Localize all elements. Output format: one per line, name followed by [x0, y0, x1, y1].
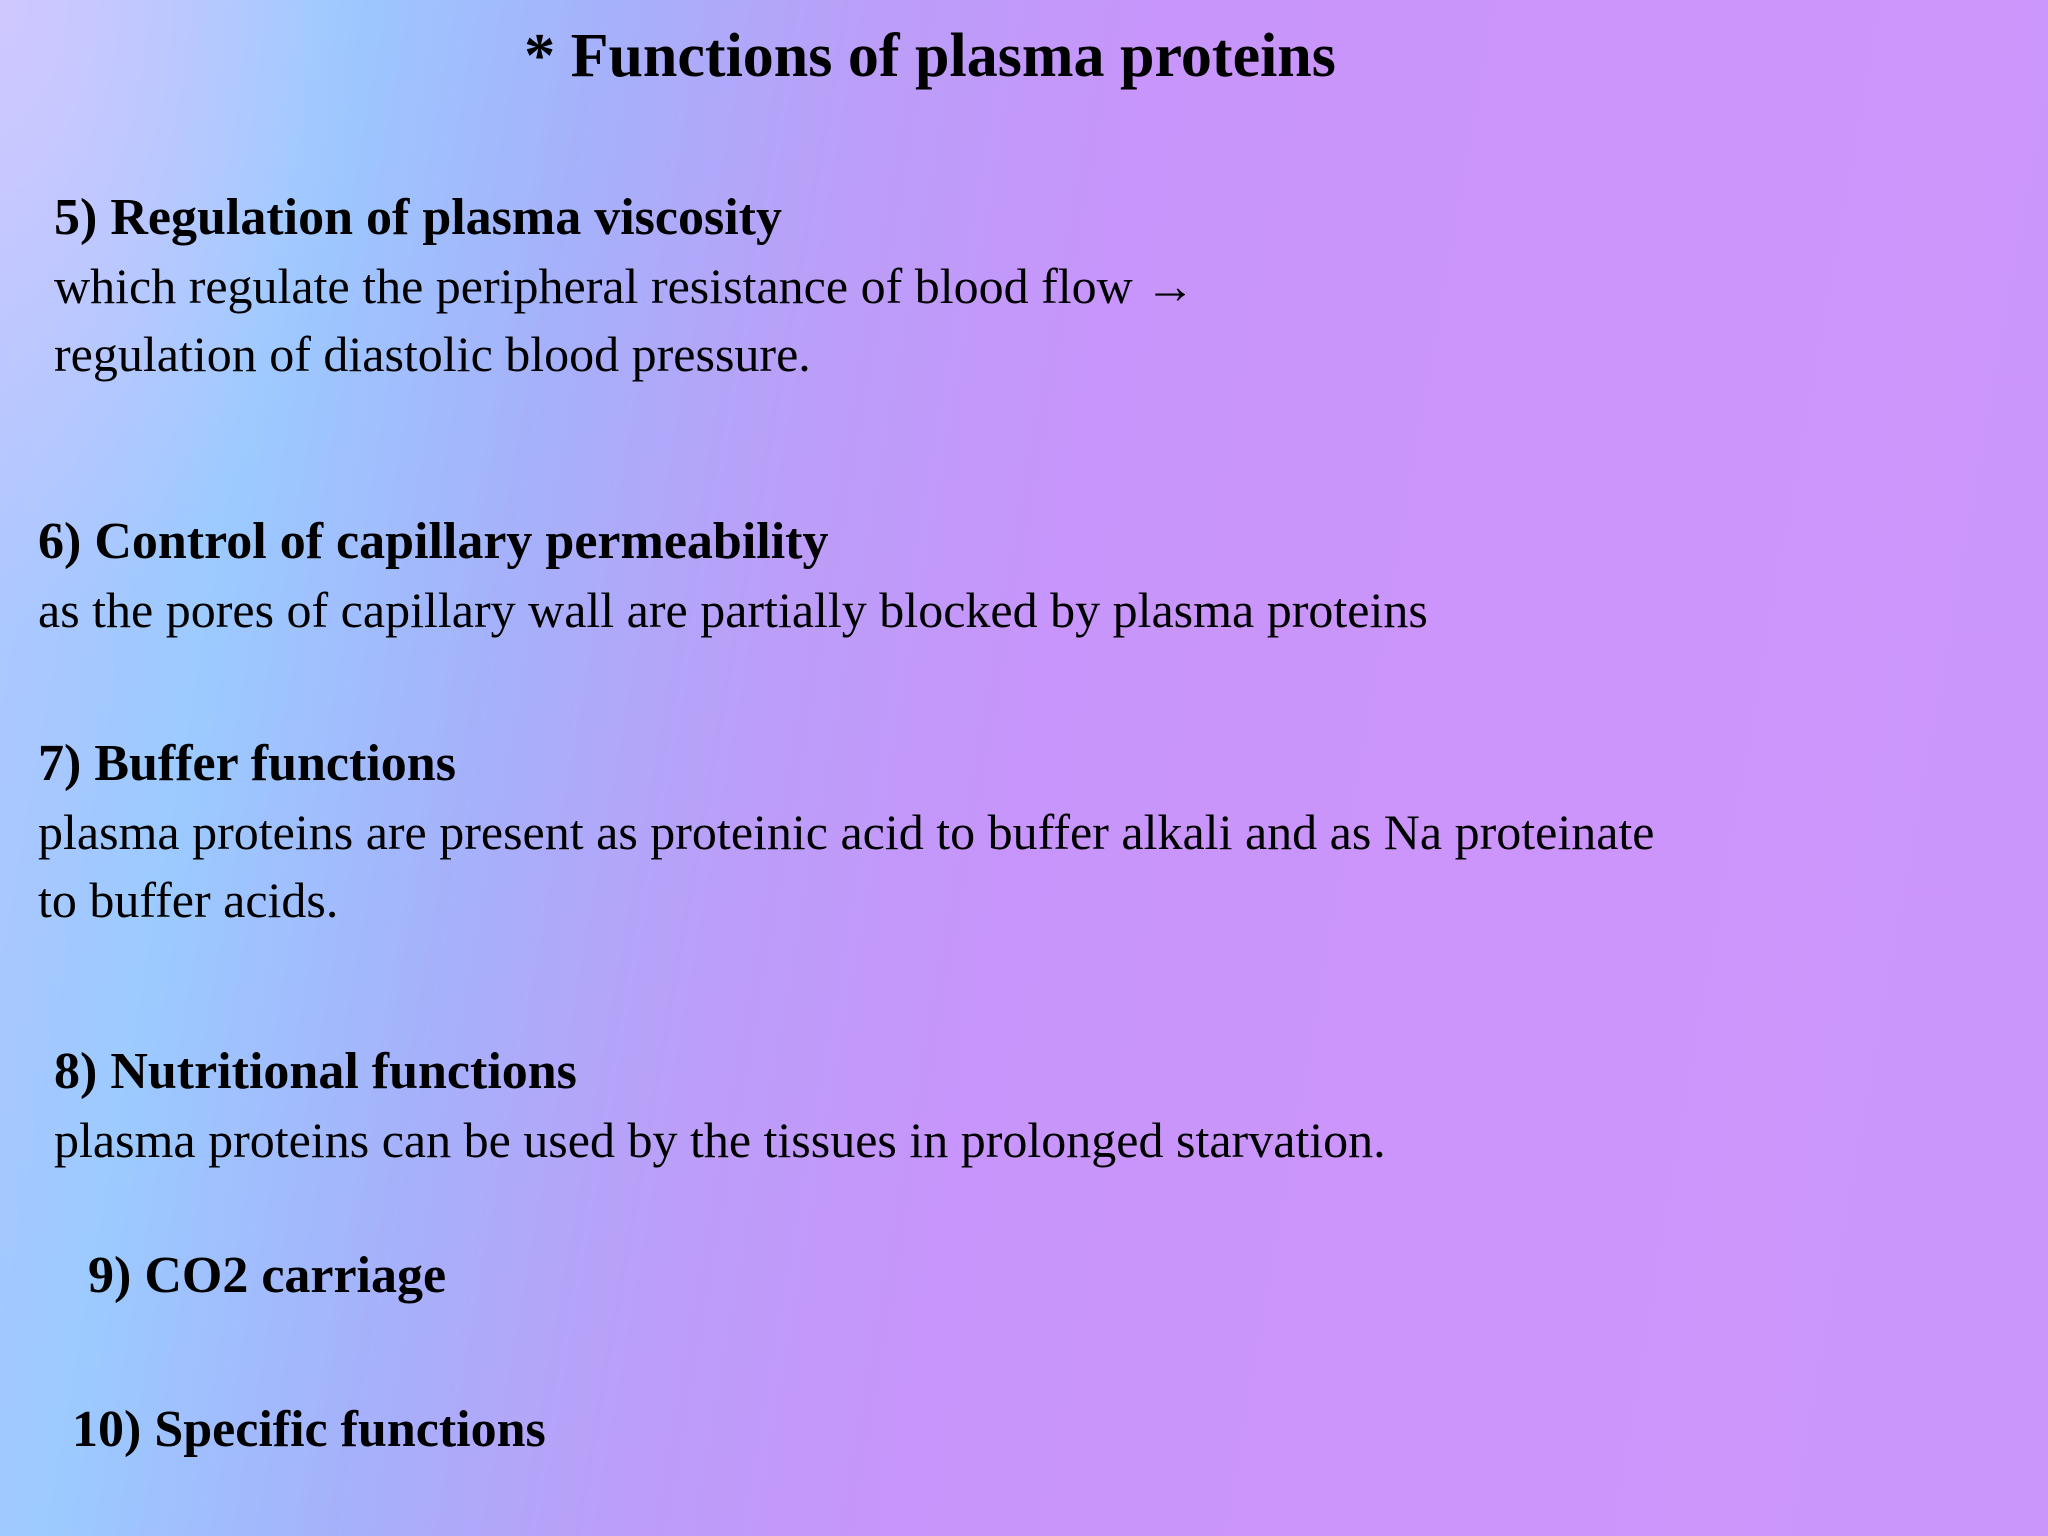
section-specific-functions: 10) Specific functions [72, 1396, 546, 1464]
section-heading: 10) Specific functions [72, 1401, 546, 1458]
section-heading: 7) Buffer functions [38, 735, 456, 792]
section-buffer-functions: 7) Buffer functions plasma proteins are … [38, 730, 1655, 934]
section-text-line: to buffer acids. [38, 872, 339, 928]
section-heading: 5) Regulation of plasma viscosity [54, 189, 782, 246]
section-co2-carriage: 9) CO2 carriage [88, 1242, 446, 1310]
section-heading: 8) Nutritional functions [54, 1043, 577, 1100]
section-text-line: which regulate the peripheral resistance… [54, 258, 1196, 314]
section-plasma-viscosity: 5) Regulation of plasma viscosity which … [54, 184, 1195, 388]
section-text-line: plasma proteins are present as proteinic… [38, 804, 1655, 860]
section-text-line: as the pores of capillary wall are parti… [38, 582, 1428, 638]
section-text-line: regulation of diastolic blood pressure. [54, 326, 811, 382]
section-heading: 6) Control of capillary permeability [38, 513, 829, 570]
section-heading: 9) CO2 carriage [88, 1247, 447, 1304]
section-nutritional-functions: 8) Nutritional functions plasma proteins… [54, 1038, 1386, 1174]
section-text-line: plasma proteins can be used by the tissu… [54, 1112, 1386, 1168]
slide-title: * Functions of plasma proteins [524, 22, 1336, 90]
section-capillary-permeability: 6) Control of capillary permeability as … [38, 508, 1428, 644]
